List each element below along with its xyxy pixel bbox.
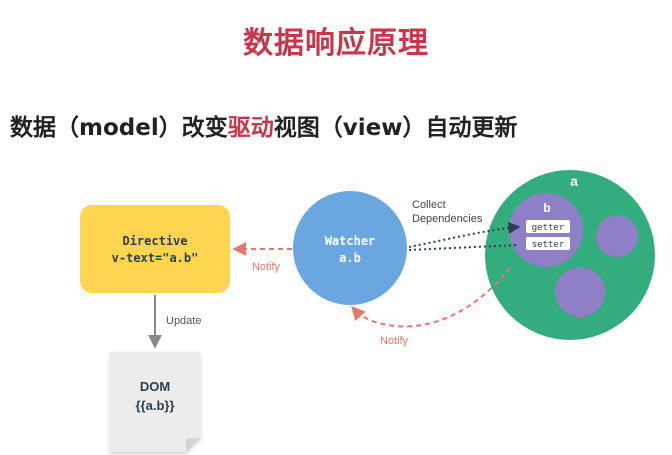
data-object: a b getter setter (485, 170, 655, 340)
inner-circle-bottom (555, 267, 605, 317)
update-label: Update (166, 315, 201, 327)
directive-node: Directive v-text="a.b" (80, 205, 230, 293)
notify-bottom-label: Notify (380, 335, 409, 347)
collect-arrow-upper (408, 221, 521, 248)
subtitle-part2: 视图（view）自动更新 (273, 115, 518, 141)
dom-line2: {{a.b}} (135, 398, 174, 413)
directive-line1: Directive (122, 234, 187, 248)
setter-label: setter (532, 240, 565, 250)
inner-circle-right (596, 215, 638, 257)
notify-bottom-arrow (351, 267, 511, 328)
data-object-label: a (570, 173, 578, 189)
collect-label-line1: Collect (412, 199, 446, 211)
watcher-node: Watcher a.b (293, 191, 407, 305)
subtitle-part1: 数据（model）改变 (10, 115, 228, 141)
directive-line2: v-text="a.b" (112, 251, 199, 265)
dom-document (110, 352, 200, 452)
notify-left-label: Notify (252, 261, 281, 273)
getter-label: getter (532, 223, 565, 233)
dom-node: DOM {{a.b}} (110, 352, 200, 452)
directive-box (80, 205, 230, 293)
dom-line1: DOM (140, 379, 170, 394)
page-title: 数据响应原理 (243, 26, 429, 61)
setter-box (526, 237, 570, 250)
watcher-line2: a.b (339, 251, 361, 265)
watcher-line1: Watcher (325, 234, 376, 248)
watcher-circle (293, 191, 407, 305)
collect-label-line2: Dependencies (412, 213, 483, 225)
dom-document-fold (186, 438, 200, 452)
property-b-label: b (543, 201, 550, 215)
getter-box (526, 220, 570, 233)
subtitle-highlight: 驱动 (227, 115, 274, 141)
subtitle: 数据（model）改变驱动视图（view）自动更新 (10, 108, 517, 142)
collect-arrow-lower (408, 244, 519, 251)
